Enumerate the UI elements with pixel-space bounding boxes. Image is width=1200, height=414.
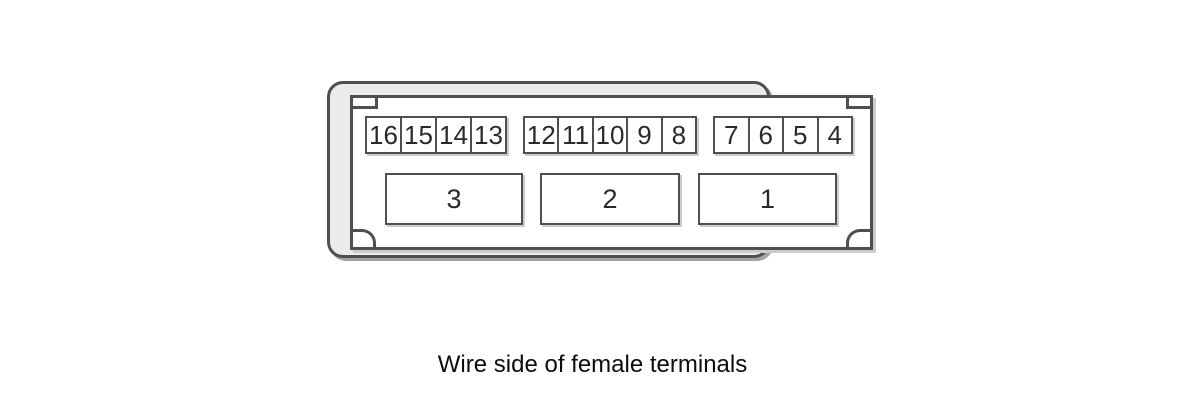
keying-notch-top-right: [846, 98, 870, 109]
pin-14: 14: [435, 118, 470, 152]
pin-10: 10: [591, 118, 626, 152]
diagram-caption: Wire side of female terminals: [437, 351, 748, 378]
pin-4: 4: [816, 118, 852, 152]
pin-15: 15: [400, 118, 435, 152]
pin-9: 9: [626, 118, 660, 152]
cavity-cell-3: 3: [385, 173, 523, 225]
pin-16: 16: [369, 120, 398, 150]
keying-notch-top-left: [353, 98, 378, 109]
pin-5: 5: [782, 118, 817, 152]
pin-7: 7: [724, 120, 739, 150]
keying-notch-bottom-right: [846, 229, 870, 247]
cavity-cell-2: 2: [540, 173, 680, 225]
cavity-cell-1: 1: [698, 173, 837, 225]
pin-11: 11: [557, 118, 591, 152]
pin-6: 6: [747, 118, 783, 152]
pin-8: 8: [660, 118, 695, 152]
keying-notch-bottom-left: [353, 229, 376, 247]
pin-12: 12: [526, 120, 556, 150]
pin-13: 13: [470, 118, 505, 152]
